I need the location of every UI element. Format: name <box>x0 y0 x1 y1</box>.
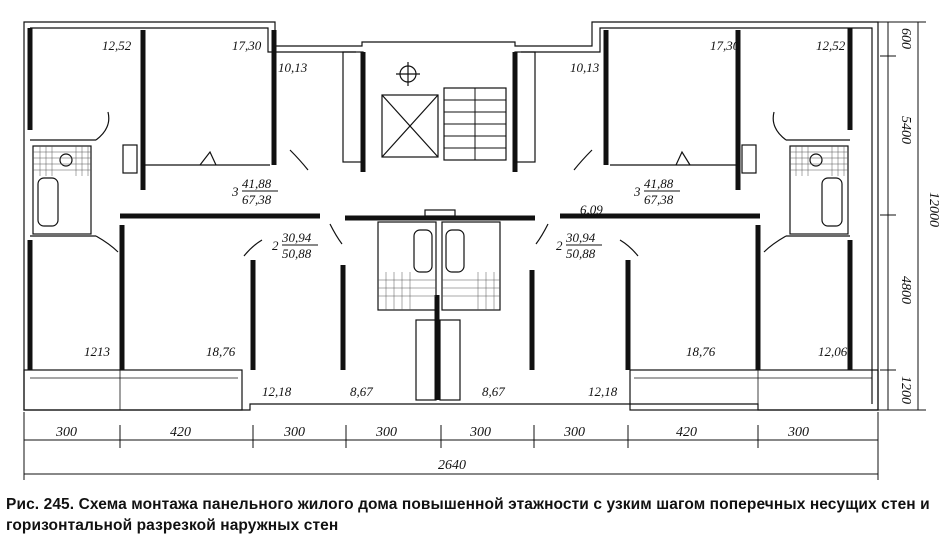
total-dimension-label: 2640 <box>438 458 466 473</box>
figure-caption: Рис. 245. Схема монтажа панельного жилог… <box>6 496 930 534</box>
svg-text:3: 3 <box>633 184 641 199</box>
svg-text:50,88: 50,88 <box>566 246 596 261</box>
apartment-label-3-left: 3 41,88 67,38 <box>231 176 278 207</box>
room-area-label: 12,18 <box>262 384 292 399</box>
svg-text:50,88: 50,88 <box>282 246 312 261</box>
dimension-label: 5400 <box>898 116 913 144</box>
dimension-label: 300 <box>375 425 397 440</box>
svg-text:41,88: 41,88 <box>242 176 272 191</box>
dimension-label: 300 <box>283 425 305 440</box>
svg-text:67,38: 67,38 <box>644 192 674 207</box>
dimension-label: 300 <box>469 425 491 440</box>
svg-text:2: 2 <box>556 238 563 253</box>
room-area-label: 8,67 <box>482 384 505 399</box>
room-area-label: 12,18 <box>588 384 618 399</box>
svg-text:30,94: 30,94 <box>281 230 312 245</box>
svg-text:3: 3 <box>231 184 239 199</box>
total-dimension-label: 12000 <box>926 192 941 227</box>
svg-text:67,38: 67,38 <box>242 192 272 207</box>
bottom-dimension-chain <box>23 412 879 480</box>
dimension-label: 420 <box>170 425 191 440</box>
apartment-label-2-right: 2 30,94 50,88 <box>556 230 602 261</box>
svg-text:41,88: 41,88 <box>644 176 674 191</box>
room-area-label: 18,76 <box>206 344 236 359</box>
room-area-label: 17,30 <box>710 38 740 53</box>
apartment-label-3-right: 3 41,88 67,38 <box>633 176 680 207</box>
floor-plan-drawing: 12,52 17,30 10,13 10,13 17,30 12,52 1213… <box>23 21 941 480</box>
dimension-label: 420 <box>676 425 697 440</box>
room-area-label: 6,09 <box>580 202 603 217</box>
room-area-label: 12,52 <box>102 38 132 53</box>
dimension-label: 300 <box>55 425 77 440</box>
dimension-label: 4800 <box>898 276 913 304</box>
dimension-label: 300 <box>563 425 585 440</box>
room-area-label: 12,06 <box>818 344 848 359</box>
room-area-label: 10,13 <box>278 60 308 75</box>
svg-text:2: 2 <box>272 238 279 253</box>
dimension-label: 1200 <box>898 376 913 404</box>
room-area-label: 12,52 <box>816 38 846 53</box>
svg-text:30,94: 30,94 <box>565 230 596 245</box>
right-dimension-chain <box>876 21 926 411</box>
dimension-label: 300 <box>787 425 809 440</box>
dimension-label: 600 <box>898 28 913 49</box>
room-area-label: 18,76 <box>686 344 716 359</box>
apartment-label-2-left: 2 30,94 50,88 <box>272 230 318 261</box>
room-area-label: 1213 <box>84 344 111 359</box>
room-area-label: 8,67 <box>350 384 373 399</box>
room-area-label: 17,30 <box>232 38 262 53</box>
room-area-label: 10,13 <box>570 60 600 75</box>
